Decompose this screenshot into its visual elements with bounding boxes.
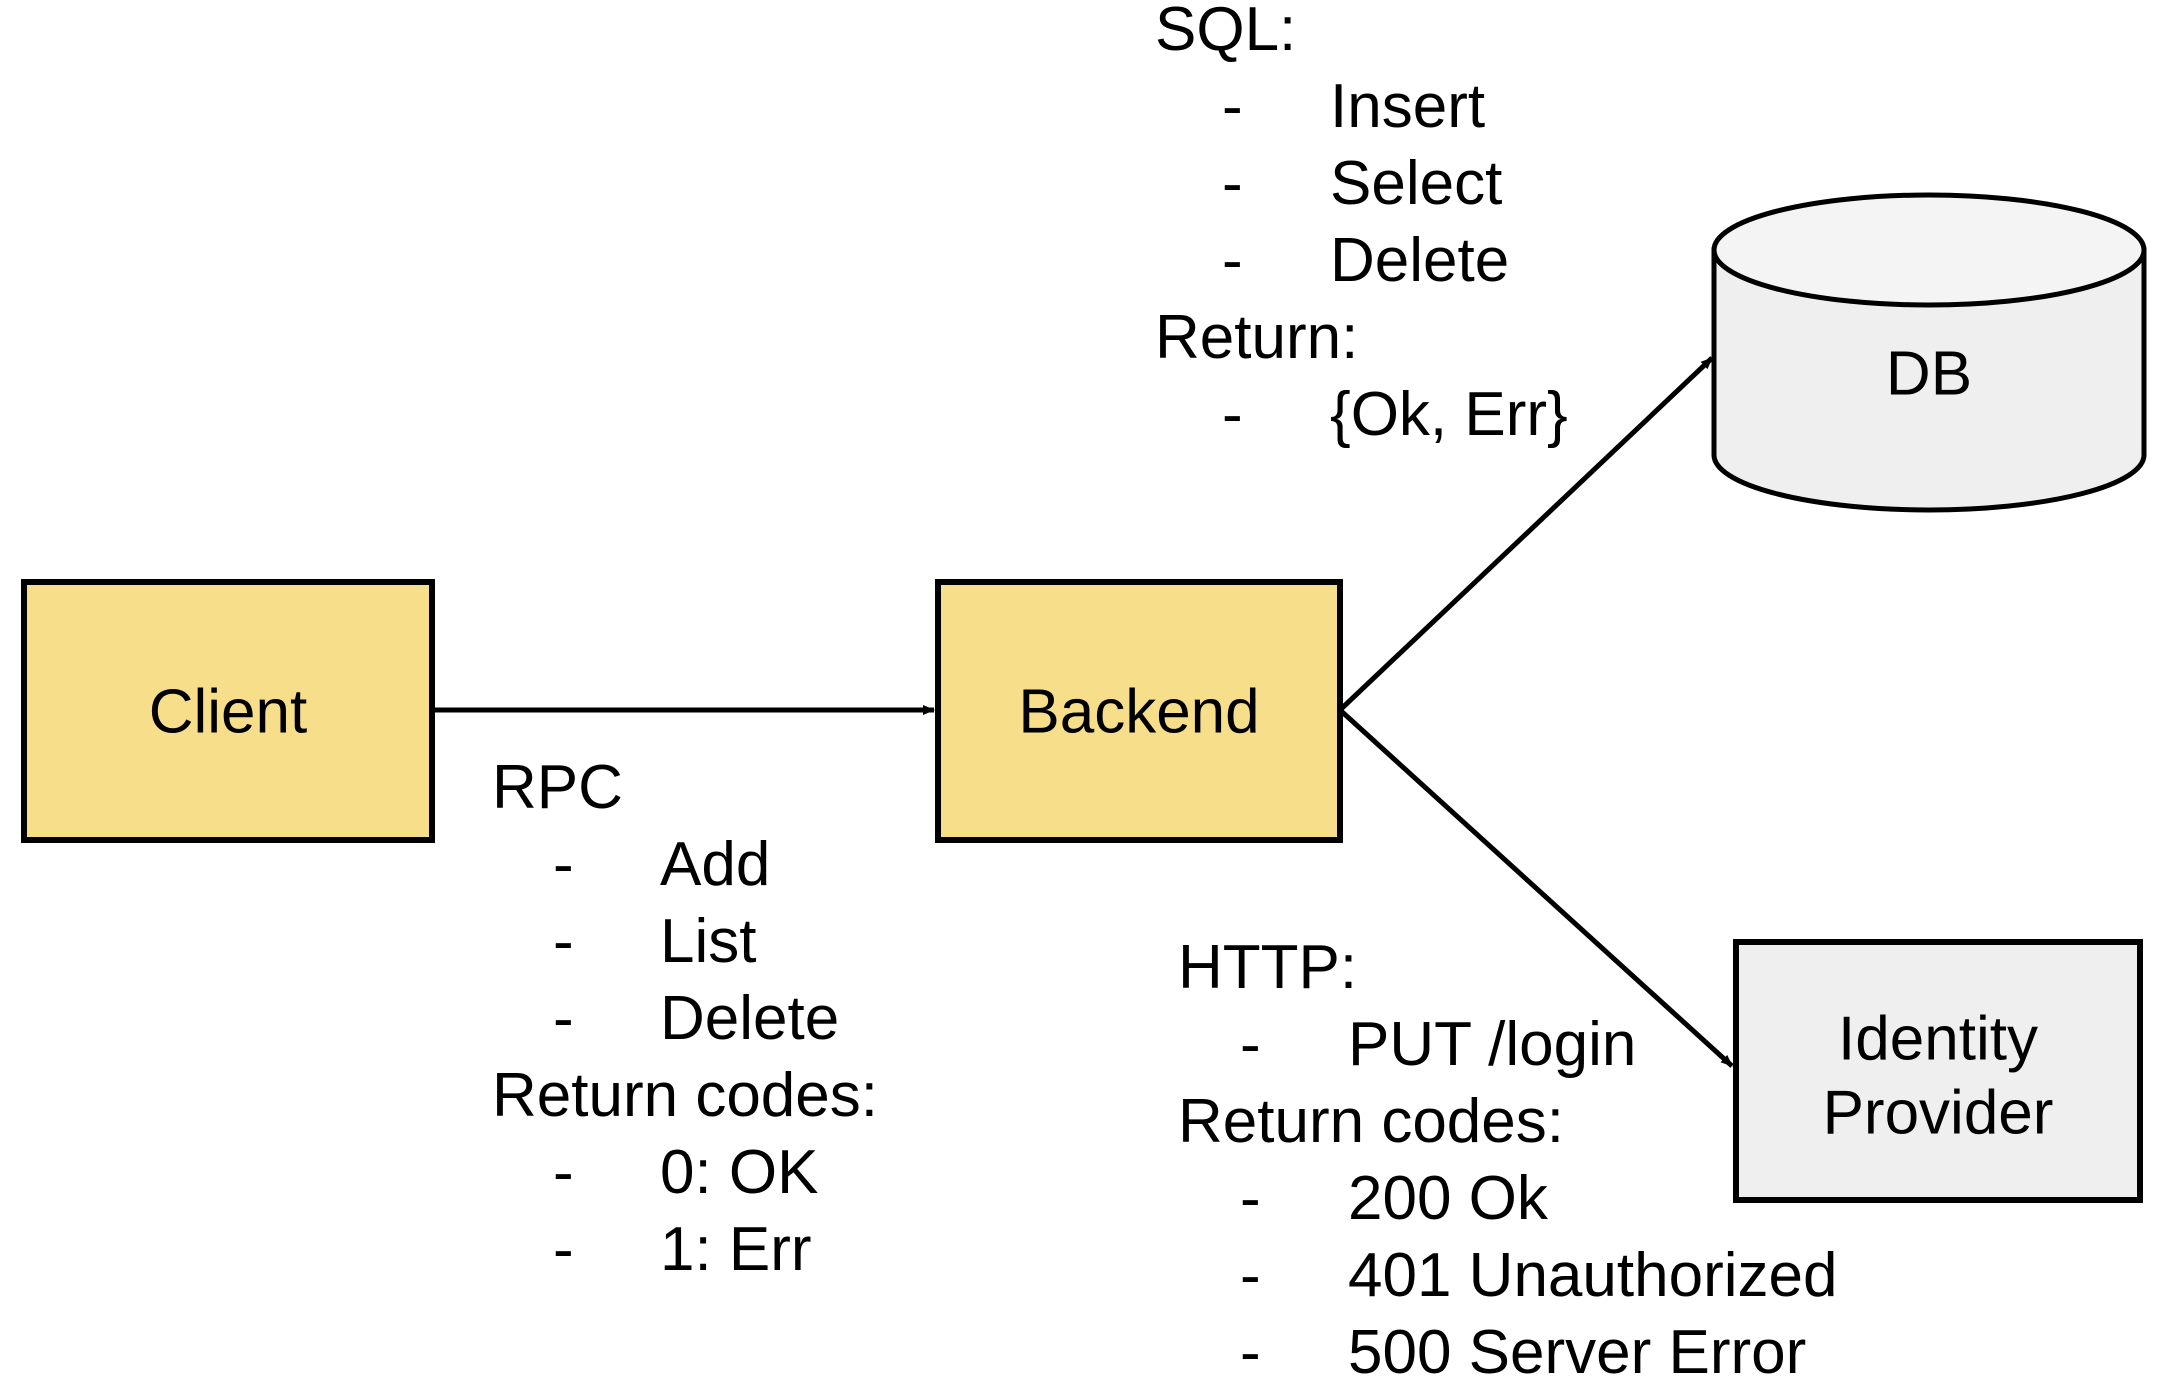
node-backend[interactable]: Backend	[935, 579, 1343, 843]
sql-sub-bullet-0: -	[1222, 380, 1243, 449]
db-cylinder-body[interactable]	[1711, 247, 2147, 513]
edge-line-http	[1338, 708, 1734, 1068]
node-client[interactable]: Client	[21, 579, 435, 843]
annotation-http: HTTP: - PUT /login Return codes: - 200 O…	[1178, 933, 1837, 1387]
sql-bullet-2: -	[1222, 226, 1243, 295]
idp-box[interactable]	[1733, 939, 2143, 1203]
sql-bullet-1: -	[1222, 149, 1243, 218]
idp-label-line2: Provider	[1823, 1078, 2054, 1147]
client-label: Client	[149, 677, 308, 746]
sql-item-2: Delete	[1330, 226, 1509, 295]
http-sub-bullet-1: -	[1240, 1241, 1261, 1310]
node-db[interactable]: DB	[1711, 192, 2147, 513]
http-bullet-0: -	[1240, 1010, 1261, 1079]
edge-line-sql	[1338, 356, 1714, 712]
node-identity-provider[interactable]: Identity Provider	[1733, 939, 2143, 1203]
rpc-item-1: List	[660, 907, 756, 976]
rpc-heading: RPC	[492, 753, 623, 822]
http-sub-item-1: 401 Unauthorized	[1348, 1241, 1837, 1310]
backend-box[interactable]	[935, 579, 1343, 843]
sql-item-1: Select	[1330, 149, 1502, 218]
edge-backend-to-idp	[1338, 708, 1734, 1068]
rpc-sub-bullet-1: -	[553, 1215, 574, 1284]
sql-bullet-0: -	[1222, 72, 1243, 141]
idp-label-line1: Identity	[1838, 1004, 2038, 1073]
client-box[interactable]	[21, 579, 435, 843]
http-sub-item-2: 500 Server Error	[1348, 1318, 1806, 1387]
rpc-bullet-1: -	[553, 907, 574, 976]
rpc-item-2: Delete	[660, 984, 839, 1053]
http-sub-heading: Return codes:	[1178, 1087, 1564, 1156]
http-sub-item-0: 200 Ok	[1348, 1164, 1549, 1233]
rpc-sub-item-0: 0: OK	[660, 1138, 819, 1207]
db-label: DB	[1886, 339, 1972, 408]
http-sub-bullet-2: -	[1240, 1318, 1261, 1387]
http-heading: HTTP:	[1178, 933, 1357, 1002]
http-sub-bullet-0: -	[1240, 1164, 1261, 1233]
http-item-0: PUT /login	[1348, 1010, 1636, 1079]
sql-heading: SQL:	[1155, 0, 1296, 64]
rpc-sub-item-1: 1: Err	[660, 1215, 812, 1284]
sql-sub-heading: Return:	[1155, 303, 1358, 372]
sql-sub-item-0: {Ok, Err}	[1330, 380, 1568, 449]
rpc-bullet-0: -	[553, 830, 574, 899]
rpc-bullet-2: -	[553, 984, 574, 1053]
edge-backend-to-db	[1338, 356, 1714, 712]
rpc-sub-heading: Return codes:	[492, 1061, 878, 1130]
sql-item-0: Insert	[1330, 72, 1485, 141]
db-cylinder-top	[1711, 192, 2147, 308]
annotation-rpc: RPC - Add - List - Delete Return codes: …	[492, 753, 878, 1284]
rpc-sub-bullet-0: -	[553, 1138, 574, 1207]
annotation-sql: SQL: - Insert - Select - Delete Return: …	[1155, 0, 1568, 449]
backend-label: Backend	[1018, 677, 1259, 746]
rpc-item-0: Add	[660, 830, 770, 899]
